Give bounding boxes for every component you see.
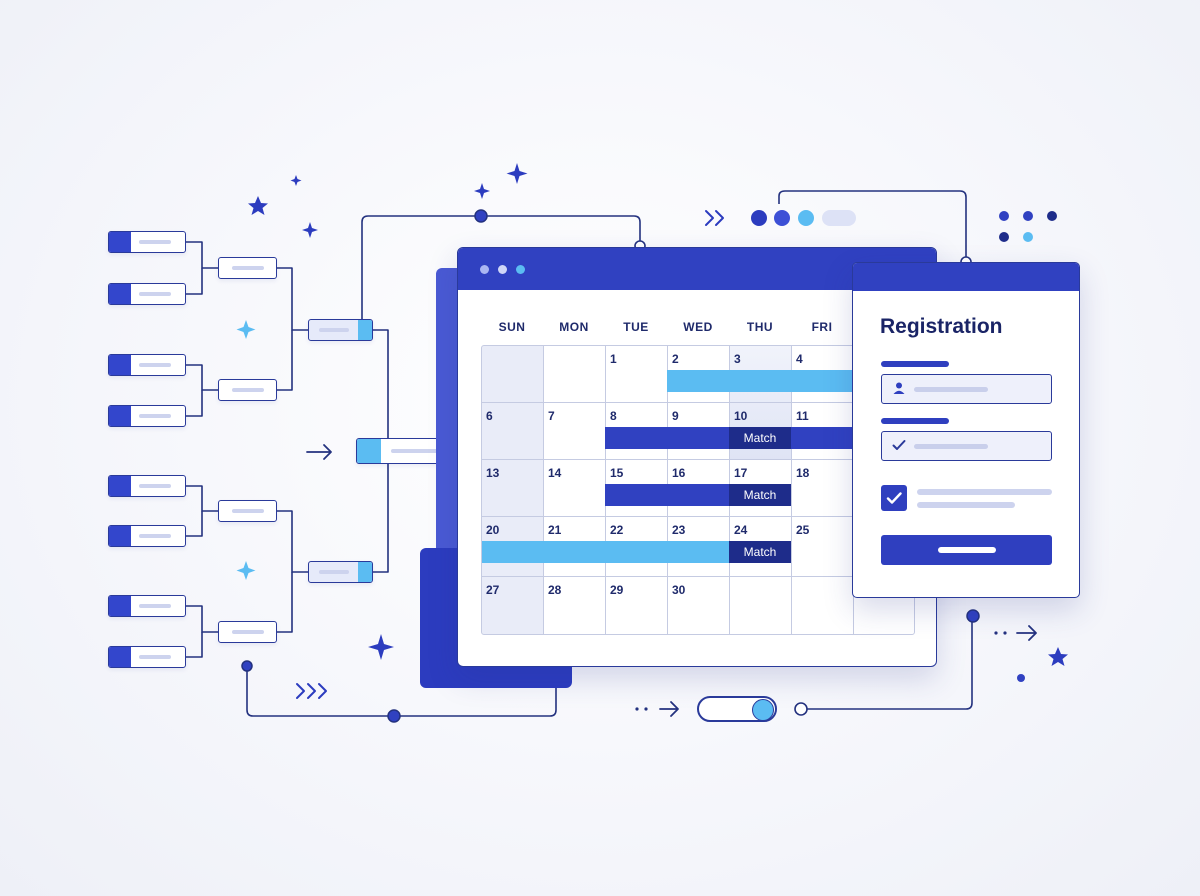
bracket-slot[interactable] [108, 405, 186, 427]
bracket-slot[interactable] [218, 379, 277, 401]
day-number[interactable]: 30 [672, 583, 686, 597]
day-number[interactable]: 28 [548, 583, 562, 597]
bracket-slot[interactable] [218, 500, 277, 522]
match-event[interactable]: Match [729, 484, 791, 506]
registration-titlebar [853, 263, 1079, 291]
window-dot[interactable] [480, 265, 489, 274]
event-bar[interactable] [605, 484, 729, 506]
day-number[interactable]: 25 [796, 523, 810, 537]
day-number[interactable]: 1 [610, 352, 617, 366]
name-input[interactable] [881, 374, 1052, 404]
bracket-slot[interactable] [108, 595, 186, 617]
day-number[interactable]: 21 [548, 523, 562, 537]
weekday-label: TUE [623, 320, 649, 334]
sunday-column-shade [482, 346, 543, 634]
submit-button[interactable] [881, 535, 1052, 565]
field-label [881, 418, 949, 424]
day-number[interactable]: 22 [610, 523, 624, 537]
toggle-switch[interactable] [697, 696, 777, 722]
bracket-slot[interactable] [108, 354, 186, 376]
bracket-slot[interactable] [108, 525, 186, 547]
match-event[interactable]: Match [729, 427, 791, 449]
day-number[interactable]: 18 [796, 466, 810, 480]
day-number[interactable]: 17 [734, 466, 748, 480]
field-label [881, 361, 949, 367]
bracket-slot[interactable] [108, 646, 186, 668]
weekday-label: FRI [811, 320, 833, 334]
day-number[interactable]: 13 [486, 466, 500, 480]
verified-input[interactable] [881, 431, 1052, 461]
day-number[interactable]: 7 [548, 409, 555, 423]
agreement-text [917, 489, 1052, 495]
day-number[interactable]: 2 [672, 352, 679, 366]
bracket-slot-semifinal[interactable] [308, 319, 373, 341]
day-number[interactable]: 16 [672, 466, 686, 480]
weekday-label: THU [746, 320, 774, 334]
window-dot[interactable] [498, 265, 507, 274]
day-number[interactable]: 27 [486, 583, 500, 597]
registration-title: Registration [880, 315, 1003, 338]
day-number[interactable]: 3 [734, 352, 741, 366]
bracket-slot[interactable] [108, 475, 186, 497]
user-icon [893, 382, 905, 394]
check-icon [892, 440, 906, 450]
event-bar[interactable] [482, 541, 729, 563]
day-number[interactable]: 29 [610, 583, 624, 597]
input-placeholder [914, 444, 988, 449]
day-number[interactable]: 4 [796, 352, 803, 366]
bracket-slot[interactable] [218, 257, 277, 279]
registration-window: Registration [852, 262, 1080, 598]
day-number[interactable]: 24 [734, 523, 748, 537]
day-number[interactable]: 11 [796, 409, 809, 423]
day-number[interactable]: 20 [486, 523, 500, 537]
check-icon [886, 492, 902, 504]
weekday-label: SUN [498, 320, 526, 334]
bracket-slot[interactable] [108, 283, 186, 305]
agreement-checkbox[interactable] [881, 485, 907, 511]
day-number[interactable]: 9 [672, 409, 679, 423]
day-number[interactable]: 8 [610, 409, 617, 423]
weekday-label: MON [559, 320, 589, 334]
bracket-slot[interactable] [218, 621, 277, 643]
day-number[interactable]: 6 [486, 409, 493, 423]
day-number[interactable]: 14 [548, 466, 562, 480]
weekday-label: WED [683, 320, 713, 334]
day-number[interactable]: 15 [610, 466, 624, 480]
day-number[interactable]: 10 [734, 409, 748, 423]
window-dot[interactable] [516, 265, 525, 274]
bracket-slot[interactable] [108, 231, 186, 253]
toggle-knob[interactable] [752, 699, 774, 721]
input-placeholder [914, 387, 988, 392]
day-number[interactable]: 23 [672, 523, 686, 537]
bracket-slot-semifinal[interactable] [308, 561, 373, 583]
match-event[interactable]: Match [729, 541, 791, 563]
agreement-text [917, 502, 1015, 508]
